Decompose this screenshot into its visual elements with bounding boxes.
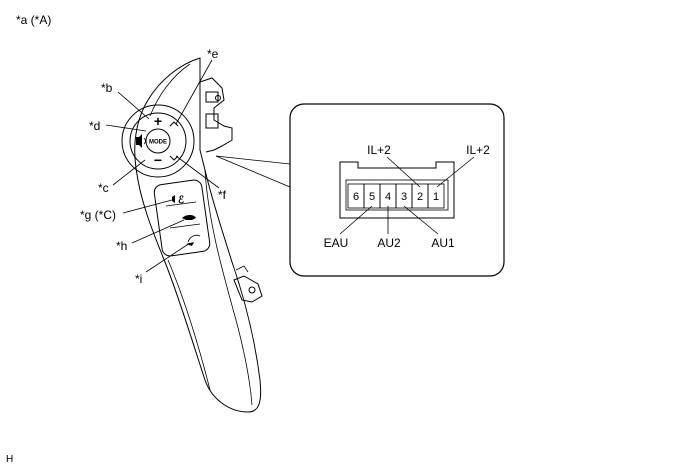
label-a: *a (*A) [16,13,51,27]
label-b: *b [101,81,113,95]
pin-4: 4 [385,191,391,203]
seek-down-icon [169,155,179,161]
svg-text:ℰ: ℰ [178,195,184,206]
label-h: *h [116,239,127,253]
pin-label-au1: AU1 [431,236,455,250]
label-f: *f [218,188,227,202]
pin-label-il2-a: IL+2 [367,143,391,157]
connector-view: 6 5 4 3 2 1 IL+2 IL+2 EAU AU2 AU1 [289,103,505,277]
phone-off-icon [187,234,201,243]
rear-bracket [199,77,233,153]
control-cluster: MODE + − [121,104,195,178]
volume-down-button[interactable]: − [154,152,162,168]
label-e: *e [207,47,219,61]
pin-6: 6 [353,191,359,203]
switch-outline [134,57,262,413]
pin-5: 5 [369,191,375,203]
talk-switch[interactable]: ℰ [165,195,197,207]
pin-3: 3 [401,191,407,203]
label-c: *c [98,181,109,195]
label-i: *i [135,272,142,286]
mode-switch[interactable]: MODE [145,128,171,154]
speaker-icon [136,134,146,148]
off-hook-switch[interactable] [169,215,201,229]
pin-label-eau: EAU [324,236,349,250]
pin-numbers: 6 5 4 3 2 1 [353,191,439,203]
connector-housing [339,161,455,219]
mode-label: MODE [149,140,167,146]
pin-2: 2 [417,191,423,203]
pin-1: 1 [433,191,439,203]
label-g: *g (*C) [80,208,116,222]
pin-label-il2-b: IL+2 [466,143,490,157]
leader-lines [105,59,291,273]
outer-ring [121,104,195,178]
volume-up-button[interactable]: + [154,113,162,129]
steering-pad-switch [134,57,263,413]
pin-cells [347,183,445,209]
footer-code: H [6,454,13,465]
phone-on-icon [182,215,196,220]
seek-up-icon [169,121,179,127]
phone-button-panel: ℰ [153,179,211,257]
on-hook-switch[interactable] [186,234,201,246]
connector-callout-box [289,103,505,277]
label-d: *d [89,119,100,133]
pin-label-au2: AU2 [377,236,401,250]
